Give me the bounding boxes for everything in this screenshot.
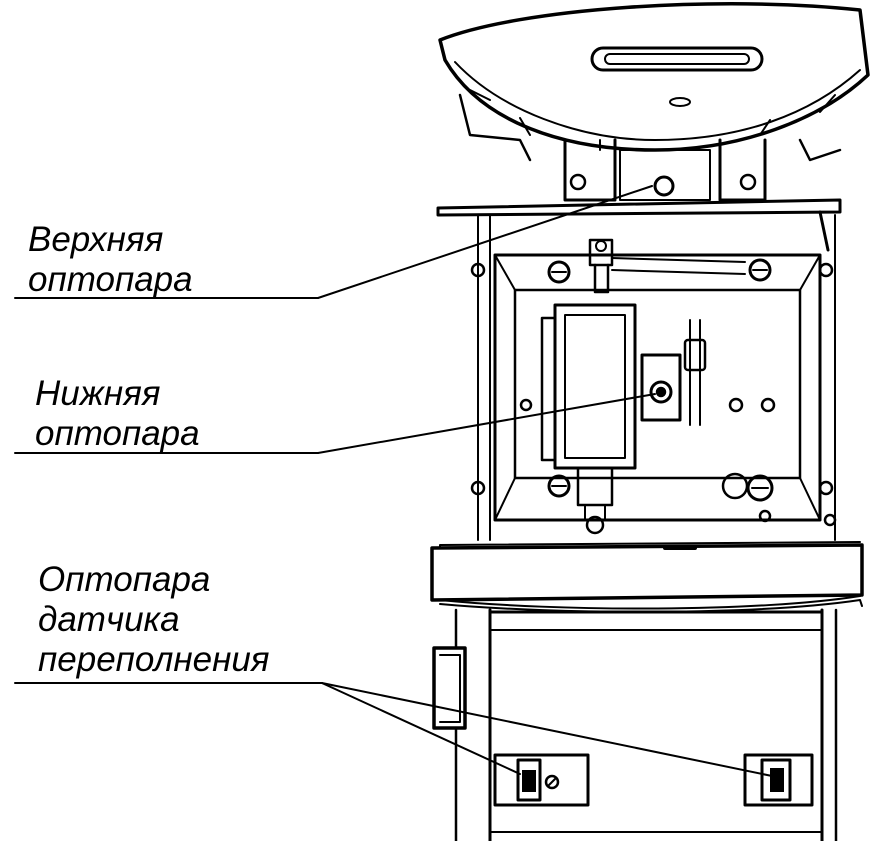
leader-overflow-right — [321, 682, 773, 777]
middle-ring — [430, 541, 864, 613]
leader-upper — [317, 185, 653, 299]
leader-lower — [317, 393, 656, 454]
top-cap — [438, 2, 870, 162]
label-upper-line1: Верхняя — [28, 220, 164, 259]
upper-plate — [436, 198, 842, 252]
main-frame — [470, 214, 837, 541]
upper-optocoupler — [588, 238, 746, 294]
label-upper-optocoupler: Верхняя оптопара — [28, 220, 193, 300]
label-lower-optocoupler: Нижняя оптопара — [35, 374, 200, 454]
label-overflow-line1: Оптопара — [38, 560, 211, 599]
label-overflow-optocoupler: Оптопара датчика переполнения — [38, 560, 270, 680]
label-lower-line1: Нижняя — [35, 374, 161, 413]
label-upper-line2: оптопара — [28, 260, 193, 299]
overflow-optocoupler-left — [493, 753, 590, 807]
leader-lines — [14, 185, 773, 777]
lower-optocoupler — [540, 303, 707, 535]
leader-overflow-left — [321, 682, 521, 775]
label-lower-line2: оптопара — [35, 414, 200, 453]
label-overflow-line2: датчика — [38, 600, 180, 639]
upper-brackets — [563, 138, 767, 202]
label-overflow-line3: переполнения — [38, 640, 270, 679]
overflow-optocoupler-right — [743, 753, 814, 807]
